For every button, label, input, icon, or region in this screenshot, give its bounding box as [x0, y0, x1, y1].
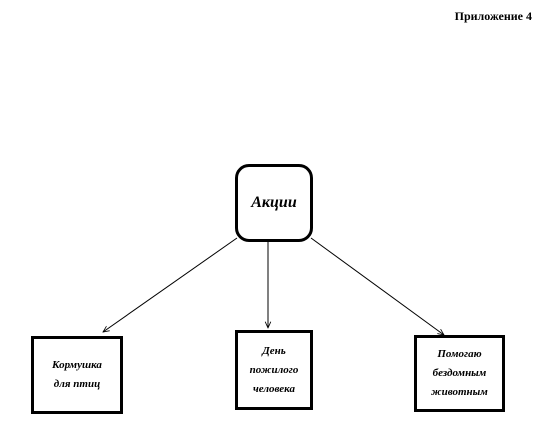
root-node-label: Акции [251, 194, 297, 211]
arrow-to-bird-feeder [103, 237, 238, 332]
arrow-to-homeless-animals [310, 237, 444, 335]
root-node-actions: Акции [235, 164, 313, 242]
child-node-elderly-day: День пожилого человека [235, 330, 313, 410]
child-node-line: пожилого [249, 363, 299, 376]
child-node-bird-feeder: Кормушка для птиц [31, 336, 123, 414]
child-node-line: бездомным [432, 367, 487, 379]
appendix-label: Приложение 4 [454, 9, 532, 23]
child-node-line: животным [431, 386, 488, 398]
child-node-line: Кормушка [52, 359, 102, 371]
child-node-line: День [262, 344, 286, 357]
child-node-line: Помогаю [437, 348, 482, 360]
child-node-homeless-animals: Помогаю бездомным животным [414, 335, 505, 412]
child-node-line: человека [252, 382, 295, 395]
child-node-line: для птиц [53, 378, 101, 390]
